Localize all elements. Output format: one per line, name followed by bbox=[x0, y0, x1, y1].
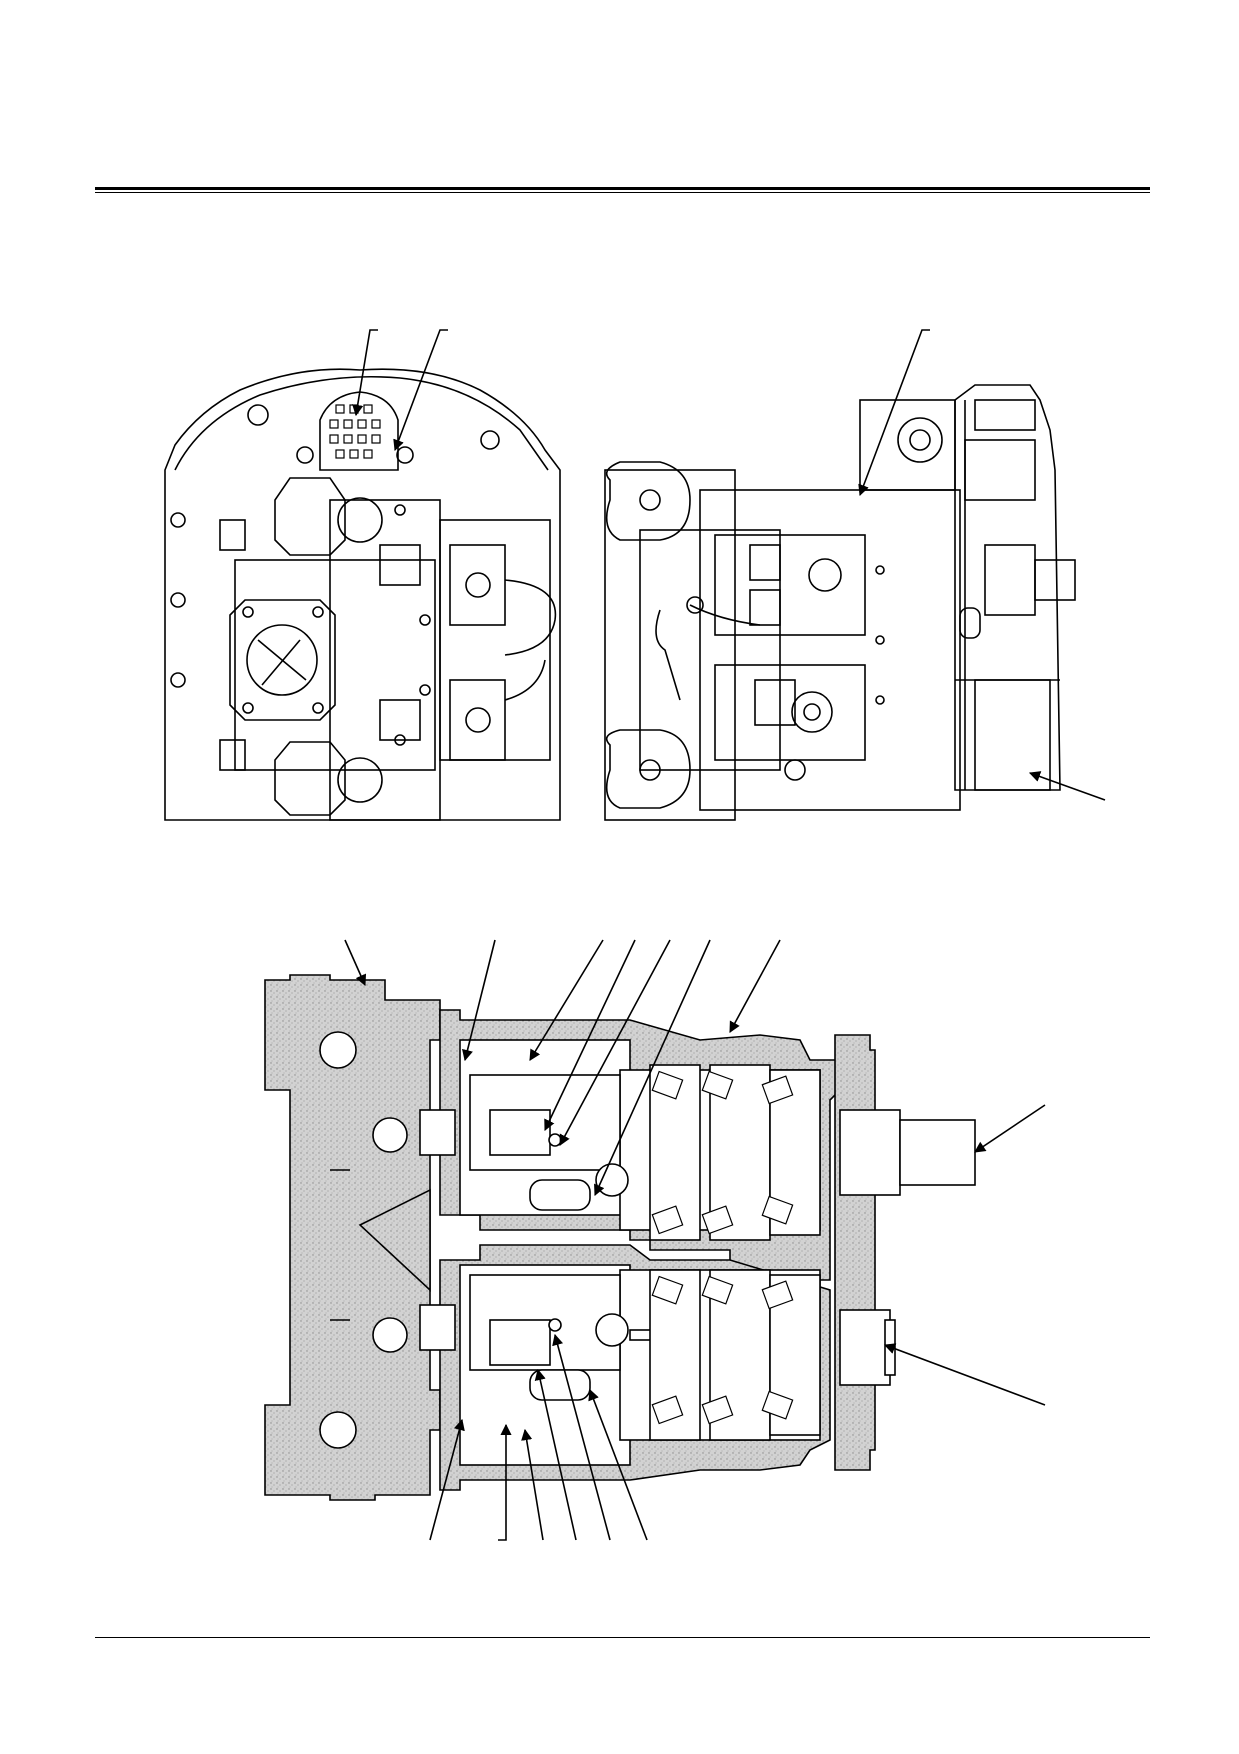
footer-rule bbox=[95, 1637, 1150, 1638]
header-rule-thin bbox=[95, 192, 1150, 193]
section-right-callouts bbox=[883, 1104, 1046, 1406]
section-bottom-callouts bbox=[429, 1333, 648, 1541]
sectional-view-drawing bbox=[264, 974, 976, 1501]
side-view-callouts bbox=[858, 329, 1106, 801]
side-view-drawing bbox=[604, 384, 1076, 821]
section-top-callouts bbox=[344, 939, 781, 1197]
top-view-drawing bbox=[164, 368, 561, 821]
header-rule bbox=[95, 187, 1150, 190]
top-view-callouts bbox=[352, 329, 448, 452]
